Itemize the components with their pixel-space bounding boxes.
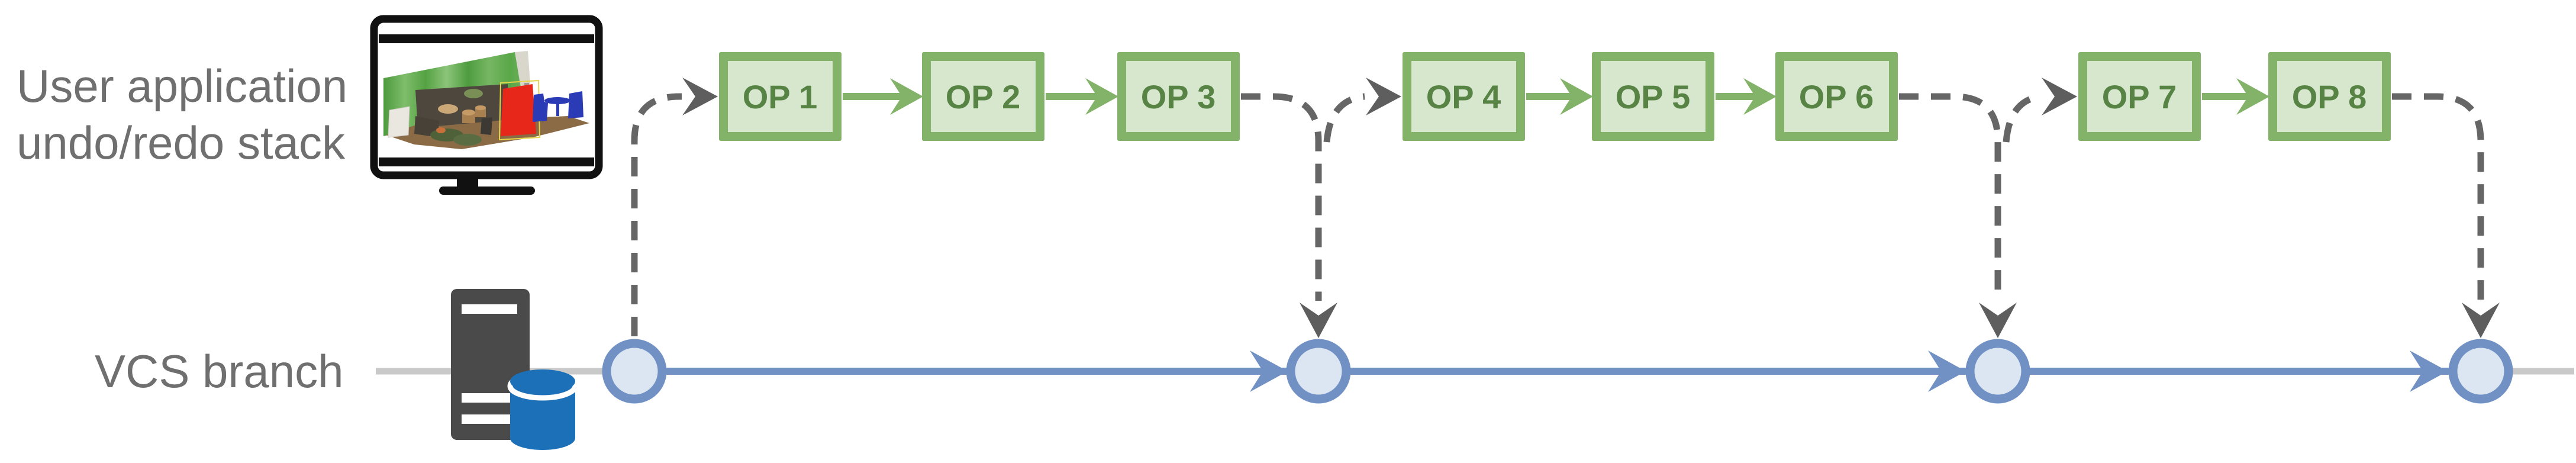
commit-path-op8-to-commit4 — [2392, 93, 2484, 301]
op-box-8-label: OP 8 — [2292, 78, 2367, 115]
op-connector-arrowhead-4-5 — [1560, 78, 1593, 115]
commit-path-op6-to-commit3 — [1899, 93, 2001, 301]
op-connector-arrowhead-1-2 — [890, 78, 923, 115]
op-box-6-label: OP 6 — [1799, 78, 1874, 115]
commit-node-3 — [1965, 339, 2030, 404]
server-slot-1 — [462, 304, 517, 314]
branch-arrowhead-2 — [1928, 351, 1966, 392]
sync-paths — [631, 78, 2500, 338]
monitor-bottom-bar — [379, 157, 594, 166]
op-chain: OP 1 OP 2 OP 3 OP 4 OP 5 OP 6 — [719, 52, 2391, 141]
checkout-path-commit1-to-op1 — [631, 93, 682, 336]
scene-stump-1-top — [462, 110, 475, 115]
op-box-6: OP 6 — [1775, 52, 1898, 141]
op-box-4-fill — [1411, 61, 1516, 132]
scene-whiteboard — [388, 106, 410, 138]
commit-node-2 — [1286, 339, 1351, 404]
branch-arrowhead-1 — [1250, 351, 1288, 392]
scene-round-table — [438, 104, 458, 114]
op-box-1-label: OP 1 — [743, 78, 818, 115]
server-slot-2 — [462, 393, 517, 403]
resume-path-commit3-to-op7 — [2003, 93, 2042, 143]
commit-arrowhead-commit4 — [2462, 303, 2500, 338]
scene-stump-2-top — [475, 105, 486, 110]
screen-scene — [382, 44, 591, 157]
commit-arrowhead-commit3 — [1979, 303, 2017, 338]
op-box-2-label: OP 2 — [946, 78, 1021, 115]
op-box-8-fill — [2277, 61, 2382, 132]
scene-stump-2 — [475, 108, 486, 117]
checkout-arrowhead-op1 — [682, 78, 718, 115]
op-box-5: OP 5 — [1592, 52, 1714, 141]
op-box-2: OP 2 — [922, 52, 1044, 141]
op-box-7-fill — [2087, 61, 2192, 132]
op-box-5-fill — [1601, 61, 1705, 132]
commit-node-4 — [2448, 339, 2513, 404]
scene-chair-dark — [481, 117, 492, 135]
scene-blue-table-leg — [556, 103, 559, 116]
op-connector-arrowhead-7-8 — [2236, 78, 2269, 115]
op-box-7: OP 7 — [2078, 52, 2201, 141]
resume-arrowhead-op4 — [1366, 78, 1401, 115]
scene-orange-item — [436, 127, 446, 133]
row-labels: User application undo/redo stack VCS bra… — [17, 60, 347, 397]
op-box-1: OP 1 — [719, 52, 842, 141]
commit-nodes — [602, 339, 2513, 404]
op-connector-arrowhead-5-6 — [1743, 78, 1777, 115]
op-box-6-fill — [1784, 61, 1889, 132]
scene-blue-chair-1 — [533, 94, 548, 122]
commit-path-op3-to-commit2 — [1241, 93, 1322, 301]
database-body — [510, 382, 575, 450]
resume-path-commit2-to-op4 — [1323, 93, 1365, 143]
scene-stump-1 — [462, 112, 475, 123]
op-box-3-fill — [1126, 61, 1231, 132]
op-box-8: OP 8 — [2268, 52, 2391, 141]
monitor-stand-base — [439, 187, 535, 195]
op-connector-arrowhead-2-3 — [1085, 78, 1118, 115]
op-box-1-fill — [728, 61, 833, 132]
scene-bag-2 — [453, 134, 482, 146]
undo-stack-label-line2: undo/redo stack — [17, 117, 346, 169]
op-box-7-label: OP 7 — [2102, 78, 2177, 115]
op-box-5-label: OP 5 — [1616, 78, 1691, 115]
scene-red-object — [501, 84, 536, 136]
database-icon — [507, 369, 578, 450]
op-box-3: OP 3 — [1117, 52, 1240, 141]
scene-sofa-back — [415, 84, 510, 128]
commit-arrowhead-commit2 — [1300, 303, 1337, 338]
scene-selection-box — [498, 79, 541, 141]
monitor-icon — [370, 15, 603, 195]
op-box-3-label: OP 3 — [1141, 78, 1216, 115]
scene-blue-table — [544, 97, 570, 104]
branch-arrowhead-3 — [2410, 351, 2448, 392]
op-box-4: OP 4 — [1403, 52, 1525, 141]
vcs-branch-line — [376, 351, 2574, 392]
commit-node-1 — [602, 339, 667, 404]
server-slot-3 — [462, 414, 517, 424]
monitor-top-bar — [379, 34, 594, 43]
database-top — [510, 369, 575, 393]
undo-stack-label-line1: User application — [17, 60, 347, 112]
resume-arrowhead-op7 — [2042, 78, 2077, 115]
monitor-stand-neck — [457, 175, 478, 188]
op-box-4-label: OP 4 — [1426, 78, 1501, 115]
scene-blue-chair-2 — [568, 91, 583, 118]
server-icon — [451, 289, 530, 440]
scene-cushion — [464, 89, 483, 98]
op-box-2-fill — [931, 61, 1036, 132]
vcs-branch-label: VCS branch — [95, 345, 344, 397]
